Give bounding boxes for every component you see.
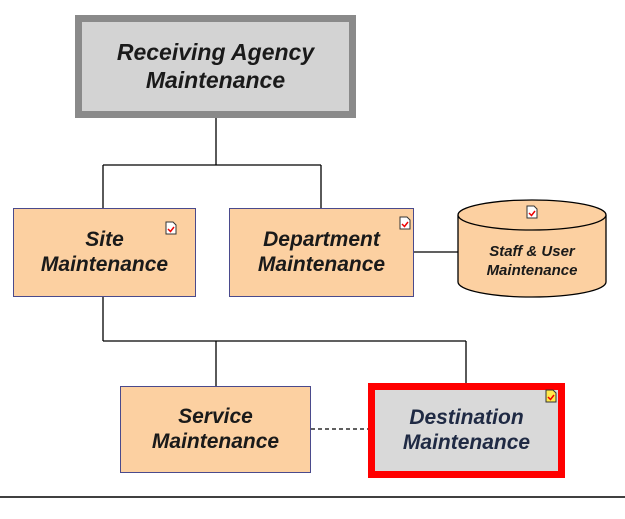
site-label: Site Maintenance (40, 227, 169, 276)
staff-user-maintenance-node[interactable]: Staff & User Maintenance (458, 228, 606, 296)
destination-document-check-highlighted-icon[interactable] (545, 389, 557, 403)
receiving-agency-maintenance-node[interactable]: Receiving Agency Maintenance (75, 15, 356, 118)
service-maintenance-node[interactable]: Service Maintenance (120, 386, 311, 473)
root-label: Receiving Agency Maintenance (116, 39, 315, 93)
department-document-check-icon[interactable] (399, 216, 411, 230)
department-label: Department Maintenance (257, 227, 386, 276)
staff-label: Staff & User Maintenance (486, 243, 578, 279)
destination-label: Destination Maintenance (402, 405, 531, 454)
staff-document-check-icon[interactable] (526, 205, 538, 219)
department-maintenance-node[interactable]: Department Maintenance (229, 208, 414, 297)
site-maintenance-node[interactable]: Site Maintenance (13, 208, 196, 297)
destination-maintenance-node[interactable]: Destination Maintenance (368, 383, 565, 478)
site-document-check-icon[interactable] (165, 221, 177, 235)
service-label: Service Maintenance (151, 404, 280, 453)
